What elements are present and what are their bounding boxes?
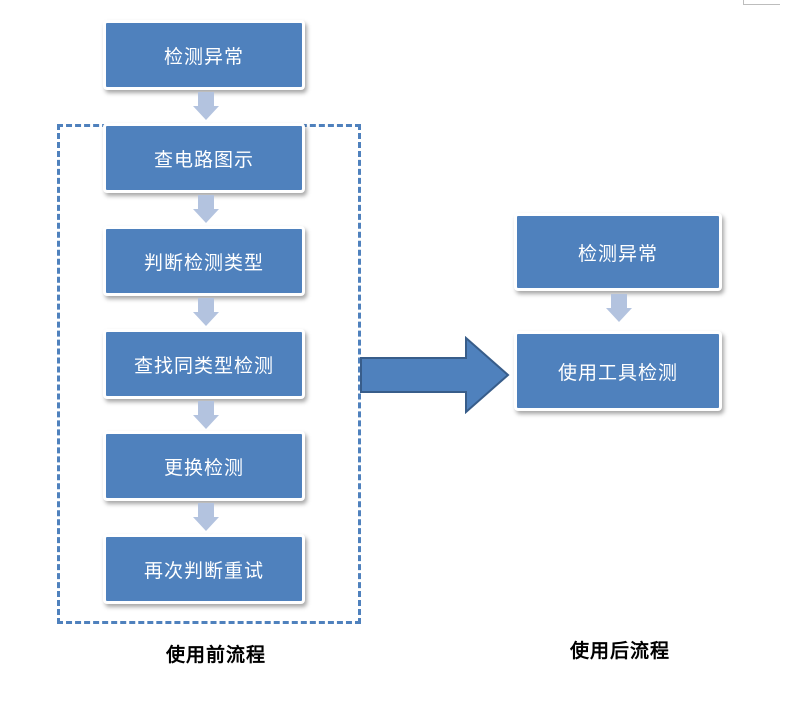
before-step-1: 检测异常 xyxy=(103,20,305,90)
down-arrow-icon xyxy=(193,195,219,225)
down-arrow-icon xyxy=(193,92,219,122)
after-step-2: 使用工具检测 xyxy=(514,331,722,411)
page-corner-mark xyxy=(743,0,780,5)
after-flow-caption: 使用后流程 xyxy=(570,640,671,662)
before-step-4: 查找同类型检测 xyxy=(103,329,305,399)
down-arrow-icon xyxy=(193,298,219,328)
down-arrow-icon xyxy=(193,401,219,431)
right-arrow-icon xyxy=(360,336,510,414)
after-step-1: 检测异常 xyxy=(514,213,722,291)
before-step-5: 更换检测 xyxy=(103,431,305,501)
down-arrow-icon xyxy=(193,503,219,533)
before-flow-caption: 使用前流程 xyxy=(166,644,267,666)
before-step-6: 再次判断重试 xyxy=(103,534,305,604)
before-step-3: 判断检测类型 xyxy=(103,226,305,296)
down-arrow-icon xyxy=(606,294,632,324)
before-step-2: 查电路图示 xyxy=(103,123,305,193)
